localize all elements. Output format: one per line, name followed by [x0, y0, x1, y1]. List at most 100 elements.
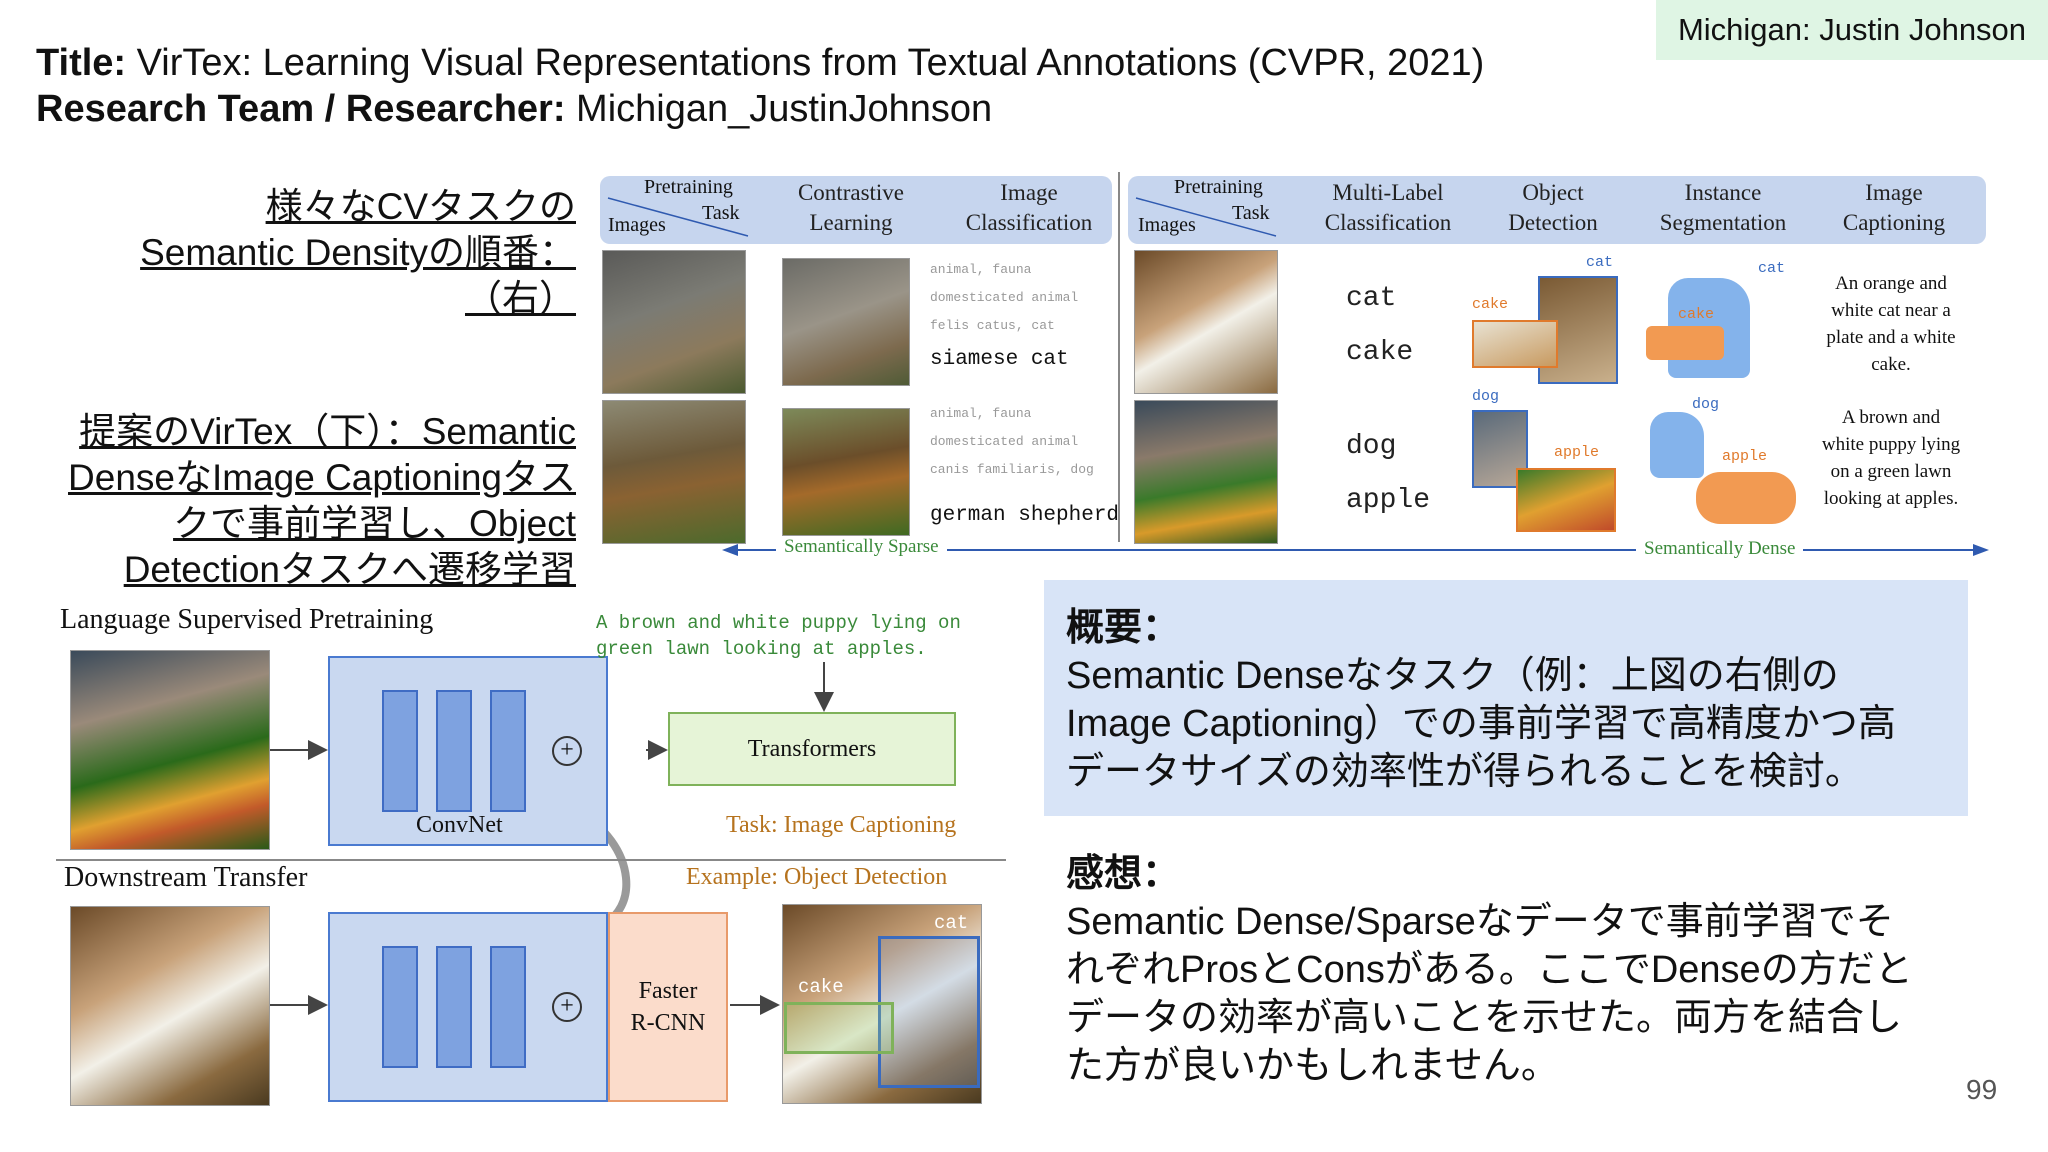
header-image-captioning: Image Captioning — [1842, 180, 1946, 235]
seg-apple-tag: apple — [1722, 448, 1768, 465]
header-object-detection: Object Detection — [1508, 180, 1598, 235]
note2-line: クで事前学習し、Object — [173, 503, 576, 544]
residual-add-icon: + — [552, 736, 582, 766]
transformers-box: Transformers — [668, 712, 956, 786]
summary-line: Image Captioning）での事前学習で高精度かつ高 — [1066, 703, 1896, 745]
german-shepherd-image — [602, 400, 746, 544]
det-dog-tag: dog — [1472, 388, 1500, 405]
row2-labels: animal, fauna domesticated animal canis … — [930, 400, 1094, 484]
conv-layer — [436, 690, 472, 812]
header-contrastive: Contrastive Learning — [797, 180, 905, 235]
header-multilabel: Multi-Label Classification — [1324, 180, 1452, 235]
row2-main-label: german shepherd — [930, 504, 1120, 527]
multilabel-row2: dog apple — [1346, 420, 1430, 528]
conv-layer — [490, 690, 526, 812]
semantic-density-figure: Pretraining Task Images Contrastive Lear… — [598, 172, 1990, 562]
german-shepherd-image-2 — [782, 408, 910, 536]
virtex-note: 提案のVirTex（下）：Semantic DenseなImage Captio… — [68, 409, 576, 593]
example-detection-label: Example: Object Detection — [686, 864, 948, 890]
corner-pretraining: Pretraining — [644, 176, 733, 198]
row1-labels: animal, fauna domesticated animal felis … — [930, 256, 1078, 340]
seg-dog-mask — [1650, 412, 1704, 478]
impression-line: Semantic Dense/Sparseなデータで事前学習でそ — [1066, 901, 1894, 943]
corner-diagonal — [1135, 197, 1277, 237]
note1-line: 様々なCVタスクの — [265, 186, 576, 227]
header-image-classification: Image Classification — [965, 180, 1093, 235]
note1-line: （右） — [465, 278, 576, 319]
puppy-input-image — [70, 650, 270, 850]
det-cake-box — [1472, 320, 1558, 368]
out-cake-box — [784, 1002, 894, 1054]
note2-line: 提案のVirTex（下）：Semantic — [79, 411, 576, 452]
siamese-cat-image — [602, 250, 746, 394]
faster-rcnn-label: Faster R-CNN — [630, 978, 706, 1036]
task-captioning-label: Task: Image Captioning — [726, 812, 957, 838]
impression-heading: 感想： — [1066, 853, 1181, 895]
title-label: Title: — [36, 42, 127, 84]
transformers-label: Transformers — [747, 735, 877, 762]
corner-images: Images — [608, 214, 666, 236]
caption-text: A brown and white puppy lying on green l… — [596, 612, 961, 660]
caption-1: An orange and white cat near a plate and… — [1826, 273, 1956, 375]
seg-cake-mask — [1646, 326, 1724, 360]
multilabel-tag: dog — [1346, 431, 1397, 462]
det-cake-tag: cake — [1472, 296, 1509, 313]
corner-task: Task — [702, 202, 740, 224]
corner-pretraining: Pretraining — [1174, 176, 1263, 198]
faster-rcnn-box: Faster R-CNN — [608, 912, 728, 1102]
seg-cat-tag: cat — [1758, 260, 1786, 277]
note1-line: Semantic Densityの順番： — [140, 232, 576, 273]
label-line: canis familiaris, dog — [930, 462, 1094, 477]
conv-layer — [436, 946, 472, 1068]
impression-line: た方が良いかもしれません。 — [1066, 1045, 1559, 1087]
label-line: animal, fauna — [930, 262, 1032, 277]
puppy-apples-image — [1134, 400, 1278, 544]
label-line: domesticated animal — [930, 434, 1079, 449]
det-cat-tag: cat — [1586, 254, 1614, 271]
virtex-architecture-figure: Language Supervised Pretraining + ConvNe… — [56, 600, 1006, 1140]
siamese-cat-image-2 — [782, 258, 910, 386]
label-line: felis catus, cat — [930, 318, 1055, 333]
axis-sparse-label: Semantically Sparse — [776, 536, 947, 558]
team-text: Michigan_JustinJohnson — [565, 88, 993, 130]
pretrain-title: Language Supervised Pretraining — [60, 604, 434, 635]
out-cat-tag: cat — [934, 912, 969, 934]
right-header-bar — [1128, 176, 1986, 244]
multilabel-tag: apple — [1346, 485, 1431, 516]
corner-images: Images — [1138, 214, 1196, 236]
seg-cake-tag: cake — [1678, 306, 1715, 323]
summary-heading: 概要： — [1066, 607, 1181, 649]
corner-diagonal — [607, 197, 749, 237]
summary-line: Semantic Denseなタスク（例：上図の右側の — [1066, 655, 1839, 697]
multilabel-row1: cat cake — [1346, 272, 1413, 380]
multilabel-tag: cake — [1346, 337, 1414, 368]
note2-line: Detectionタスクへ遷移学習 — [123, 549, 576, 590]
det-apple-tag: apple — [1554, 444, 1600, 461]
convnet-label: ConvNet — [416, 812, 503, 838]
semantic-density-note: 様々なCVタスクの Semantic Densityの順番： （右） — [140, 184, 576, 322]
corner-task: Task — [1232, 202, 1270, 224]
author-badge: Michigan: Justin Johnson — [1656, 0, 2048, 60]
out-cake-tag: cake — [798, 976, 844, 998]
multilabel-tag: cat — [1346, 283, 1397, 314]
summary-text: 概要： Semantic Denseなタスク（例：上図の右側の Image Ca… — [1066, 604, 1896, 796]
figure-divider — [1118, 172, 1120, 542]
title-text: VirTex: Learning Visual Representations … — [126, 42, 1485, 84]
out-cat-box — [878, 936, 980, 1088]
conv-layer — [382, 690, 418, 812]
header-instance-segmentation: Instance Segmentation — [1659, 180, 1787, 235]
conv-layer — [382, 946, 418, 1068]
downstream-title: Downstream Transfer — [64, 862, 308, 893]
impression-line: れぞれProsとConsがある。ここでDenseの方だと — [1066, 949, 1913, 991]
slide-title: Title: VirTex: Learning Visual Represent… — [36, 40, 1484, 132]
note2-line: DenseなImage Captioningタス — [68, 457, 576, 498]
residual-add-icon: + — [552, 992, 582, 1022]
conv-layer — [490, 946, 526, 1068]
cat-cake-input-image — [70, 906, 270, 1106]
axis-dense-label: Semantically Dense — [1636, 538, 1804, 560]
row1-main-label: siamese cat — [930, 348, 1069, 371]
seg-apple-mask — [1696, 472, 1796, 524]
left-header-bar — [600, 176, 1112, 244]
seg-dog-tag: dog — [1692, 396, 1720, 413]
summary-line: データサイズの効率性が得られることを検討。 — [1066, 751, 1863, 793]
